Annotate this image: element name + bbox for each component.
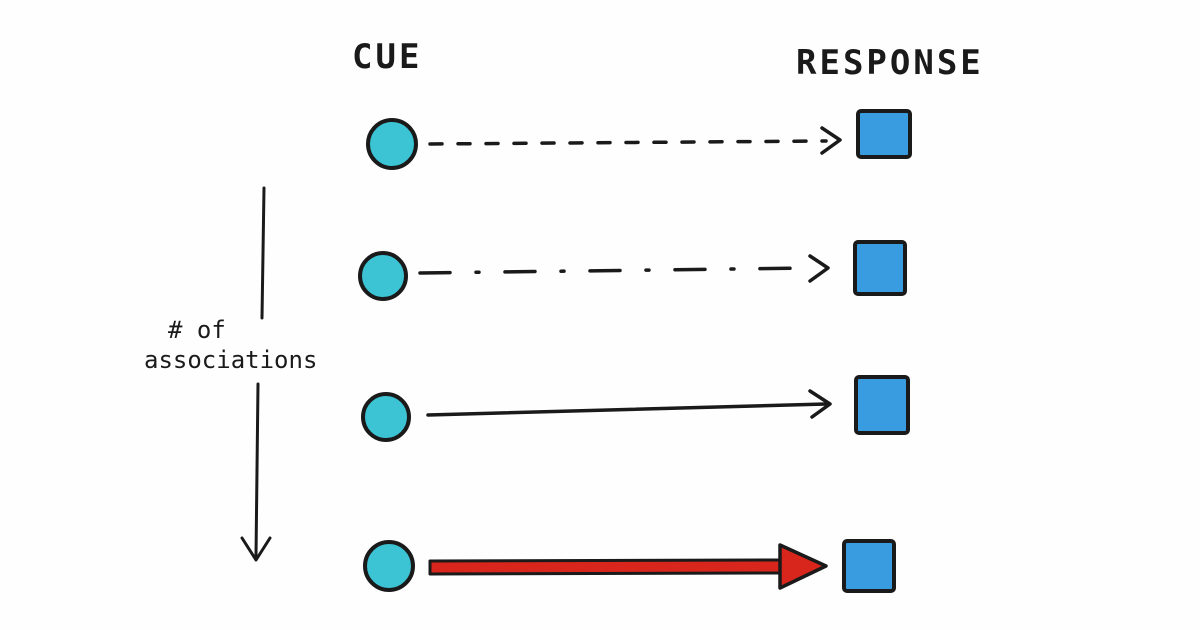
association-row-1 — [366, 109, 912, 170]
response-square — [856, 109, 912, 159]
cue-circle — [361, 392, 411, 442]
association-row-3 — [361, 375, 910, 442]
strong-arrowhead — [778, 543, 828, 590]
association-line-dash-dot — [418, 266, 816, 275]
response-header: RESPONSE — [796, 43, 984, 83]
association-row-4 — [363, 539, 896, 593]
response-square — [842, 539, 896, 593]
arrowhead — [808, 389, 832, 419]
association-line-solid — [426, 402, 828, 417]
cue-circle — [366, 118, 418, 170]
cue-circle — [358, 251, 408, 301]
associations-axis — [240, 186, 272, 562]
axis-line-upper — [260, 186, 266, 320]
association-line-strong — [428, 558, 782, 576]
axis-label-line1: # of — [168, 316, 226, 344]
arrowhead — [808, 254, 830, 283]
cue-circle — [363, 540, 415, 592]
axis-arrowhead — [240, 536, 272, 562]
axis-label-line2: associations — [144, 346, 317, 374]
axis-line-lower — [254, 382, 260, 558]
arrowhead — [820, 126, 842, 155]
response-square — [854, 375, 910, 435]
association-row-2 — [358, 240, 907, 301]
association-line-dashed — [428, 139, 828, 146]
cue-header: CUE — [352, 37, 422, 77]
response-square — [853, 240, 907, 296]
